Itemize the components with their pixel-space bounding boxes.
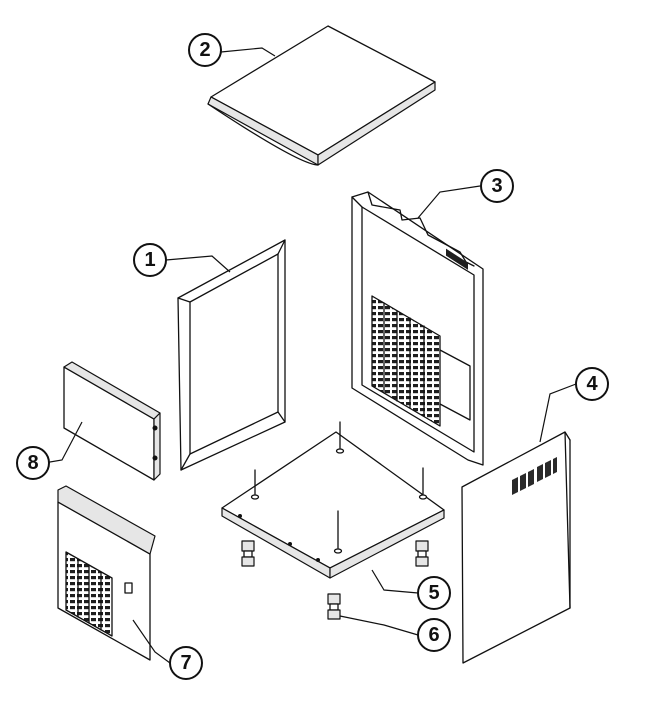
part-3-rear-panel	[351, 191, 484, 466]
callout-4: 4	[575, 367, 609, 401]
part-5-base-plate	[221, 421, 445, 579]
callout-5-label: 5	[428, 582, 439, 604]
callout-7: 7	[169, 646, 203, 680]
callout-8: 8	[16, 446, 50, 480]
callout-1-label: 1	[144, 249, 155, 271]
callout-7-label: 7	[180, 652, 191, 674]
callout-5: 5	[417, 576, 451, 610]
foot-right	[415, 540, 429, 567]
callout-3: 3	[480, 169, 514, 203]
part-4-side-panel-right	[461, 431, 571, 664]
part-8-front-panel-small	[63, 361, 161, 481]
leader-lines	[43, 47, 577, 664]
vent-slots	[512, 457, 557, 495]
callout-4-label: 4	[586, 373, 598, 395]
callout-1: 1	[133, 243, 167, 277]
part-7-front-panel-lower	[57, 485, 156, 661]
callout-8-label: 8	[27, 452, 38, 474]
callout-2-label: 2	[199, 39, 210, 61]
callout-6-label: 6	[428, 624, 439, 646]
callout-3-label: 3	[491, 175, 502, 197]
part-1-side-panel	[177, 239, 286, 471]
foot-front	[327, 593, 341, 620]
callout-6: 6	[417, 618, 451, 652]
part-6-feet	[241, 540, 429, 620]
part-2-top-cover	[207, 25, 436, 166]
foot-left	[241, 540, 255, 567]
callout-2: 2	[188, 33, 222, 67]
